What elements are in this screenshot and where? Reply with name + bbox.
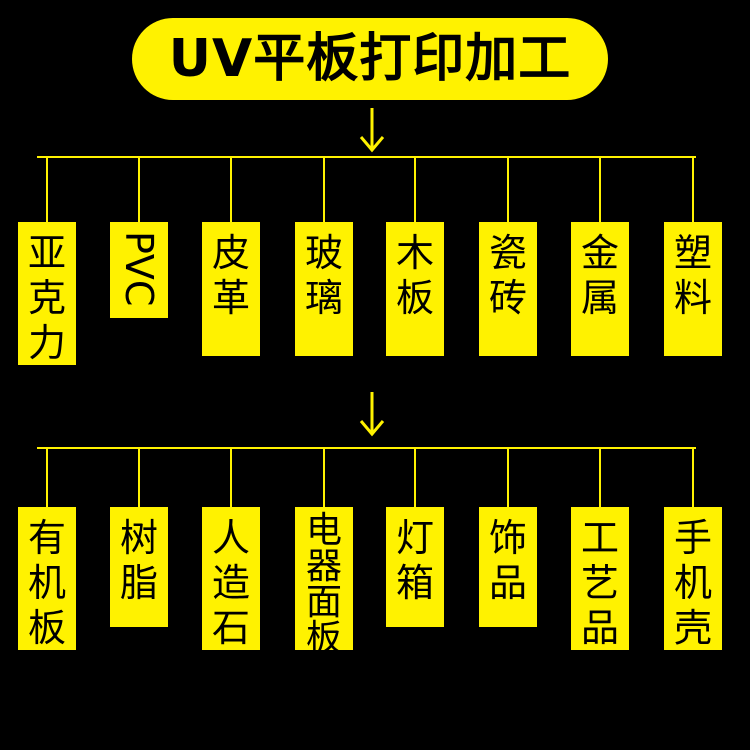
connector-bar-top [37,156,696,158]
material-label-char: 壳 [673,606,712,650]
material-label-char: 有 [27,516,66,560]
material-label-char: 金 [580,231,619,275]
material-label-char: 机 [27,561,66,605]
connector-line [599,157,601,222]
connector-line [414,157,416,222]
material-label-char: 电 [305,510,342,551]
material-card-glass: 玻璃 [295,222,353,356]
material-label-char: 器 [305,546,342,587]
material-label-char: 工 [580,516,619,560]
material-label-char: 人 [211,516,250,560]
connector-bar-bottom [37,447,696,449]
material-label-char: 脂 [119,561,158,605]
connector-line [599,448,601,507]
material-label-char: 造 [211,561,250,605]
material-label-char: 力 [27,321,66,365]
material-card-jewelry: 饰品 [479,507,537,627]
material-label-char: 瓷 [488,231,527,275]
material-card-crafts: 工艺品 [571,507,629,650]
material-label-char: 板 [395,276,434,320]
connector-line [230,157,232,222]
material-label-char: 艺 [580,561,619,605]
connector-line [414,448,416,507]
material-label-char: 木 [395,231,434,275]
material-label-char: 克 [27,276,66,320]
material-card-ceramic: 瓷砖 [479,222,537,356]
material-card-acrylic: 亚克力 [18,222,76,365]
material-card-appliance-panel: 电器面板 [295,507,353,657]
connector-line [323,157,325,222]
material-label-char: 树 [119,516,158,560]
material-label-char: 品 [580,606,619,650]
material-label-char: 机 [673,561,712,605]
connector-line [323,448,325,507]
material-card-plastic: 塑料 [664,222,722,356]
material-card-artificial-stone: 人造石 [202,507,260,650]
connector-line [138,448,140,507]
material-label-char: 玻 [304,231,343,275]
material-card-metal: 金属 [571,222,629,356]
material-label-char: 料 [673,276,712,320]
connector-line [692,448,694,507]
material-label-char: 皮 [211,231,250,275]
material-label-char: 属 [580,276,619,320]
material-label-char: 面 [305,582,342,623]
material-label-char: 革 [211,276,250,320]
connector-line [507,157,509,222]
material-label-char: 手 [673,516,712,560]
material-card-lightbox: 灯箱 [386,507,444,627]
connector-line [507,448,509,507]
material-label-char: 品 [488,561,527,605]
material-label-char: 璃 [304,276,343,320]
material-card-pvc: PVC [110,222,168,318]
material-card-resin: 树脂 [110,507,168,627]
material-label-char: 塑 [673,231,712,275]
material-label-char: 石 [211,606,250,650]
connector-line [230,448,232,507]
down-arrow-icon [359,392,385,437]
material-label-char: 亚 [27,231,66,275]
material-card-organic-board: 有机板 [18,507,76,650]
down-arrow-icon [359,108,385,153]
material-label-char: 灯 [395,516,434,560]
material-label: PVC [117,231,161,307]
page-title: UV平板打印加工 [168,29,572,89]
material-label-char: 砖 [488,276,527,320]
material-card-phone-case: 手机壳 [664,507,722,650]
material-card-leather: 皮革 [202,222,260,356]
material-card-wood: 木板 [386,222,444,356]
material-label-char: 箱 [395,561,434,605]
connector-line [138,157,140,222]
title-banner: UV平板打印加工 [132,18,608,100]
material-label-char: 板 [27,606,66,650]
connector-line [692,157,694,222]
material-label-char: 饰 [488,516,527,560]
connector-line [46,448,48,507]
material-label-char: 板 [305,618,342,659]
connector-line [46,157,48,222]
